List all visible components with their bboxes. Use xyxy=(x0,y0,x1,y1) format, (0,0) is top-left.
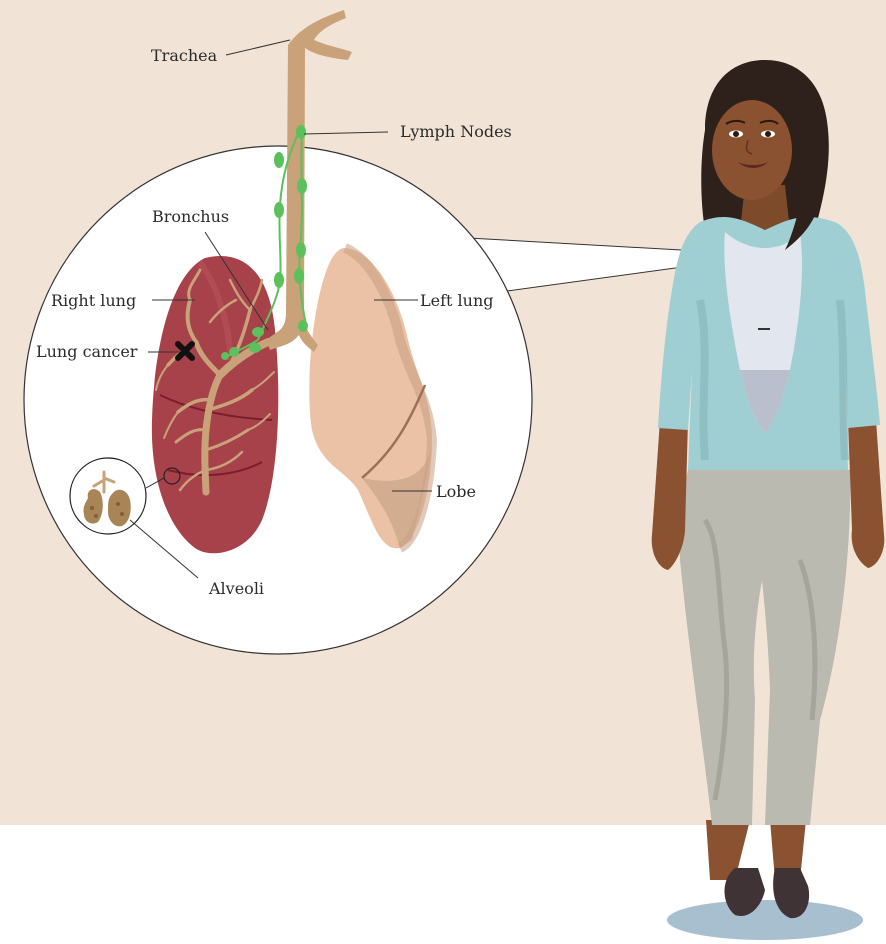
lymph-node xyxy=(296,125,306,139)
floor-shadow xyxy=(667,900,863,940)
lymph-node xyxy=(221,352,229,360)
lymph-node xyxy=(297,178,307,194)
lymph-node xyxy=(274,152,284,168)
lymph-node xyxy=(274,272,284,288)
person-figure xyxy=(652,60,885,918)
label-lymph-nodes: Lymph Nodes xyxy=(400,123,512,141)
label-alveoli: Alveoli xyxy=(209,580,264,598)
label-right-lung: Right lung xyxy=(51,292,136,310)
alveoli-inset xyxy=(70,458,146,534)
lymph-node xyxy=(252,327,264,337)
label-bronchus: Bronchus xyxy=(152,208,229,226)
label-lung-cancer: Lung cancer xyxy=(36,343,137,361)
lymph-node xyxy=(296,242,306,258)
label-left-lung: Left lung xyxy=(420,292,494,310)
lymph-node xyxy=(229,347,239,357)
lymph-node xyxy=(294,268,304,284)
label-lobe: Lobe xyxy=(436,483,476,501)
label-trachea: Trachea xyxy=(151,47,217,65)
lymph-node xyxy=(298,320,308,332)
lymph-node xyxy=(249,343,261,353)
lymph-node xyxy=(274,202,284,218)
